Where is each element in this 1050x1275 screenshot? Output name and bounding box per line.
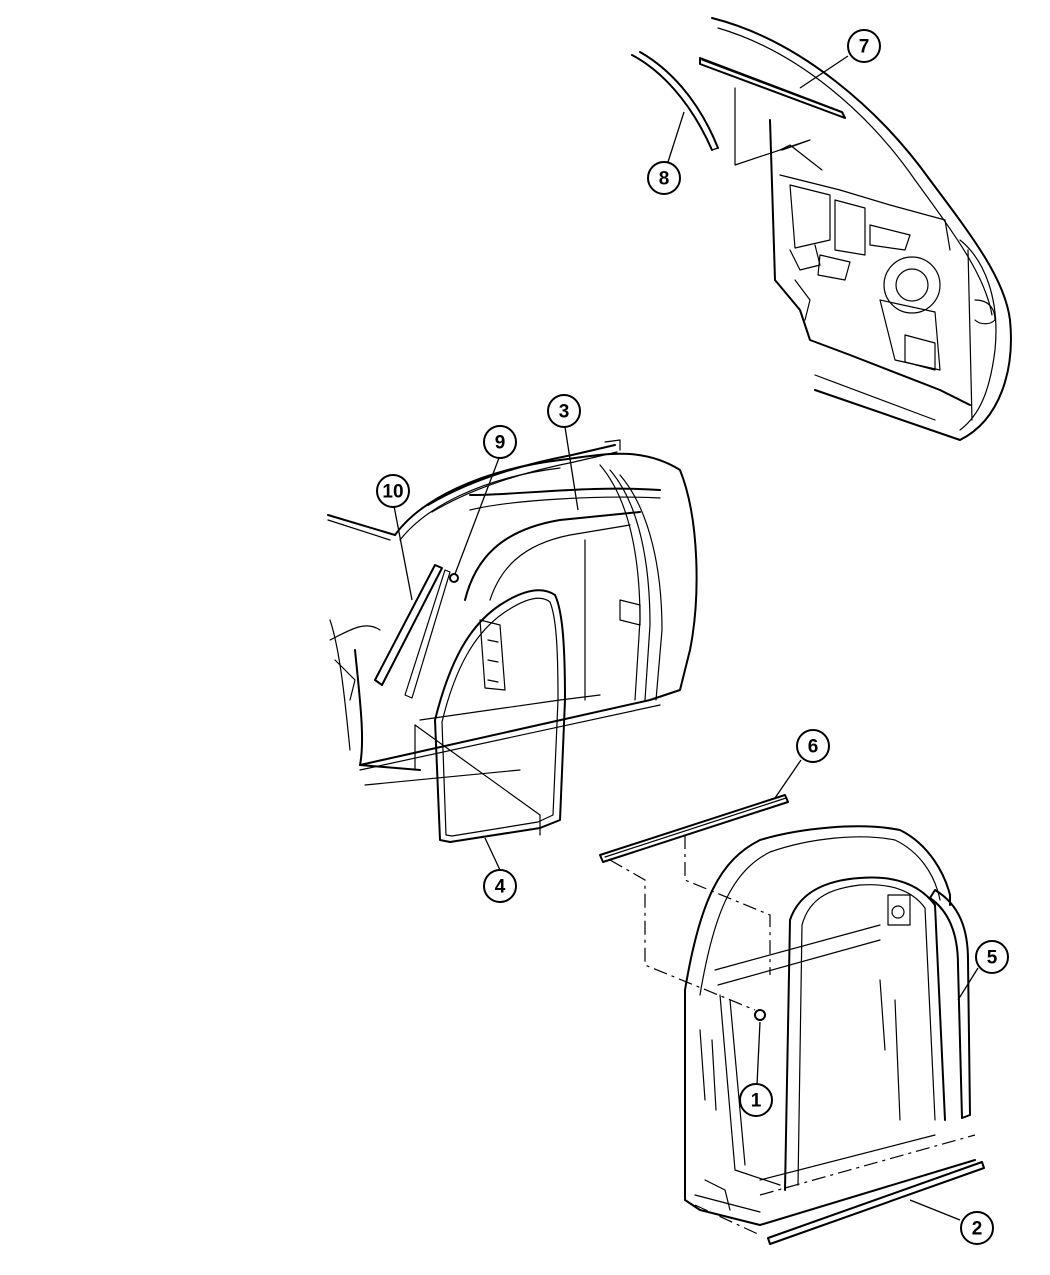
part-4-door-opening-seal	[414, 589, 566, 843]
callout-3-label: 3	[559, 402, 570, 423]
door-frame	[684, 825, 976, 1226]
callout-9-label: 9	[495, 433, 506, 454]
callout-10: 10	[376, 474, 410, 508]
callout-2: 2	[960, 1211, 994, 1245]
callout-8: 8	[647, 161, 681, 195]
part-6-beltline-weatherstrip	[599, 794, 789, 863]
part-2-sill-seal	[767, 1161, 985, 1245]
callout-8-label: 8	[659, 169, 670, 190]
part-5-door-edge-weatherstrip	[929, 889, 971, 1119]
callout-7-label: 7	[859, 37, 870, 58]
callout-9: 9	[483, 425, 517, 459]
door-glass-outline	[734, 87, 811, 166]
callout-1: 1	[739, 1083, 773, 1117]
door-glass-edge	[779, 144, 823, 171]
part-8-glass-run-channel	[631, 51, 719, 151]
callout-1-label: 1	[751, 1091, 762, 1112]
door-inner-panel	[711, 17, 1012, 441]
callout-4: 4	[483, 869, 517, 903]
callout-6-label: 6	[808, 737, 819, 758]
part-9-clip	[449, 573, 459, 583]
callout-3: 3	[547, 394, 581, 428]
alignment-lines	[609, 835, 976, 1236]
callout-10-label: 10	[382, 482, 403, 503]
body-side-aperture	[327, 452, 698, 786]
callout-4-label: 4	[495, 877, 506, 898]
callout-7: 7	[847, 29, 881, 63]
callout-6: 6	[796, 729, 830, 763]
part-10-a-pillar-molding	[374, 564, 451, 699]
part-7-door-upper-weatherstrip	[699, 57, 846, 119]
callout-5-label: 5	[987, 948, 998, 969]
part-3-roof-rail-weatherstrip	[427, 439, 621, 513]
leader-lines	[393, 55, 979, 1221]
callout-5: 5	[975, 940, 1009, 974]
part-1-clip	[754, 1009, 766, 1021]
callout-2-label: 2	[972, 1219, 983, 1240]
